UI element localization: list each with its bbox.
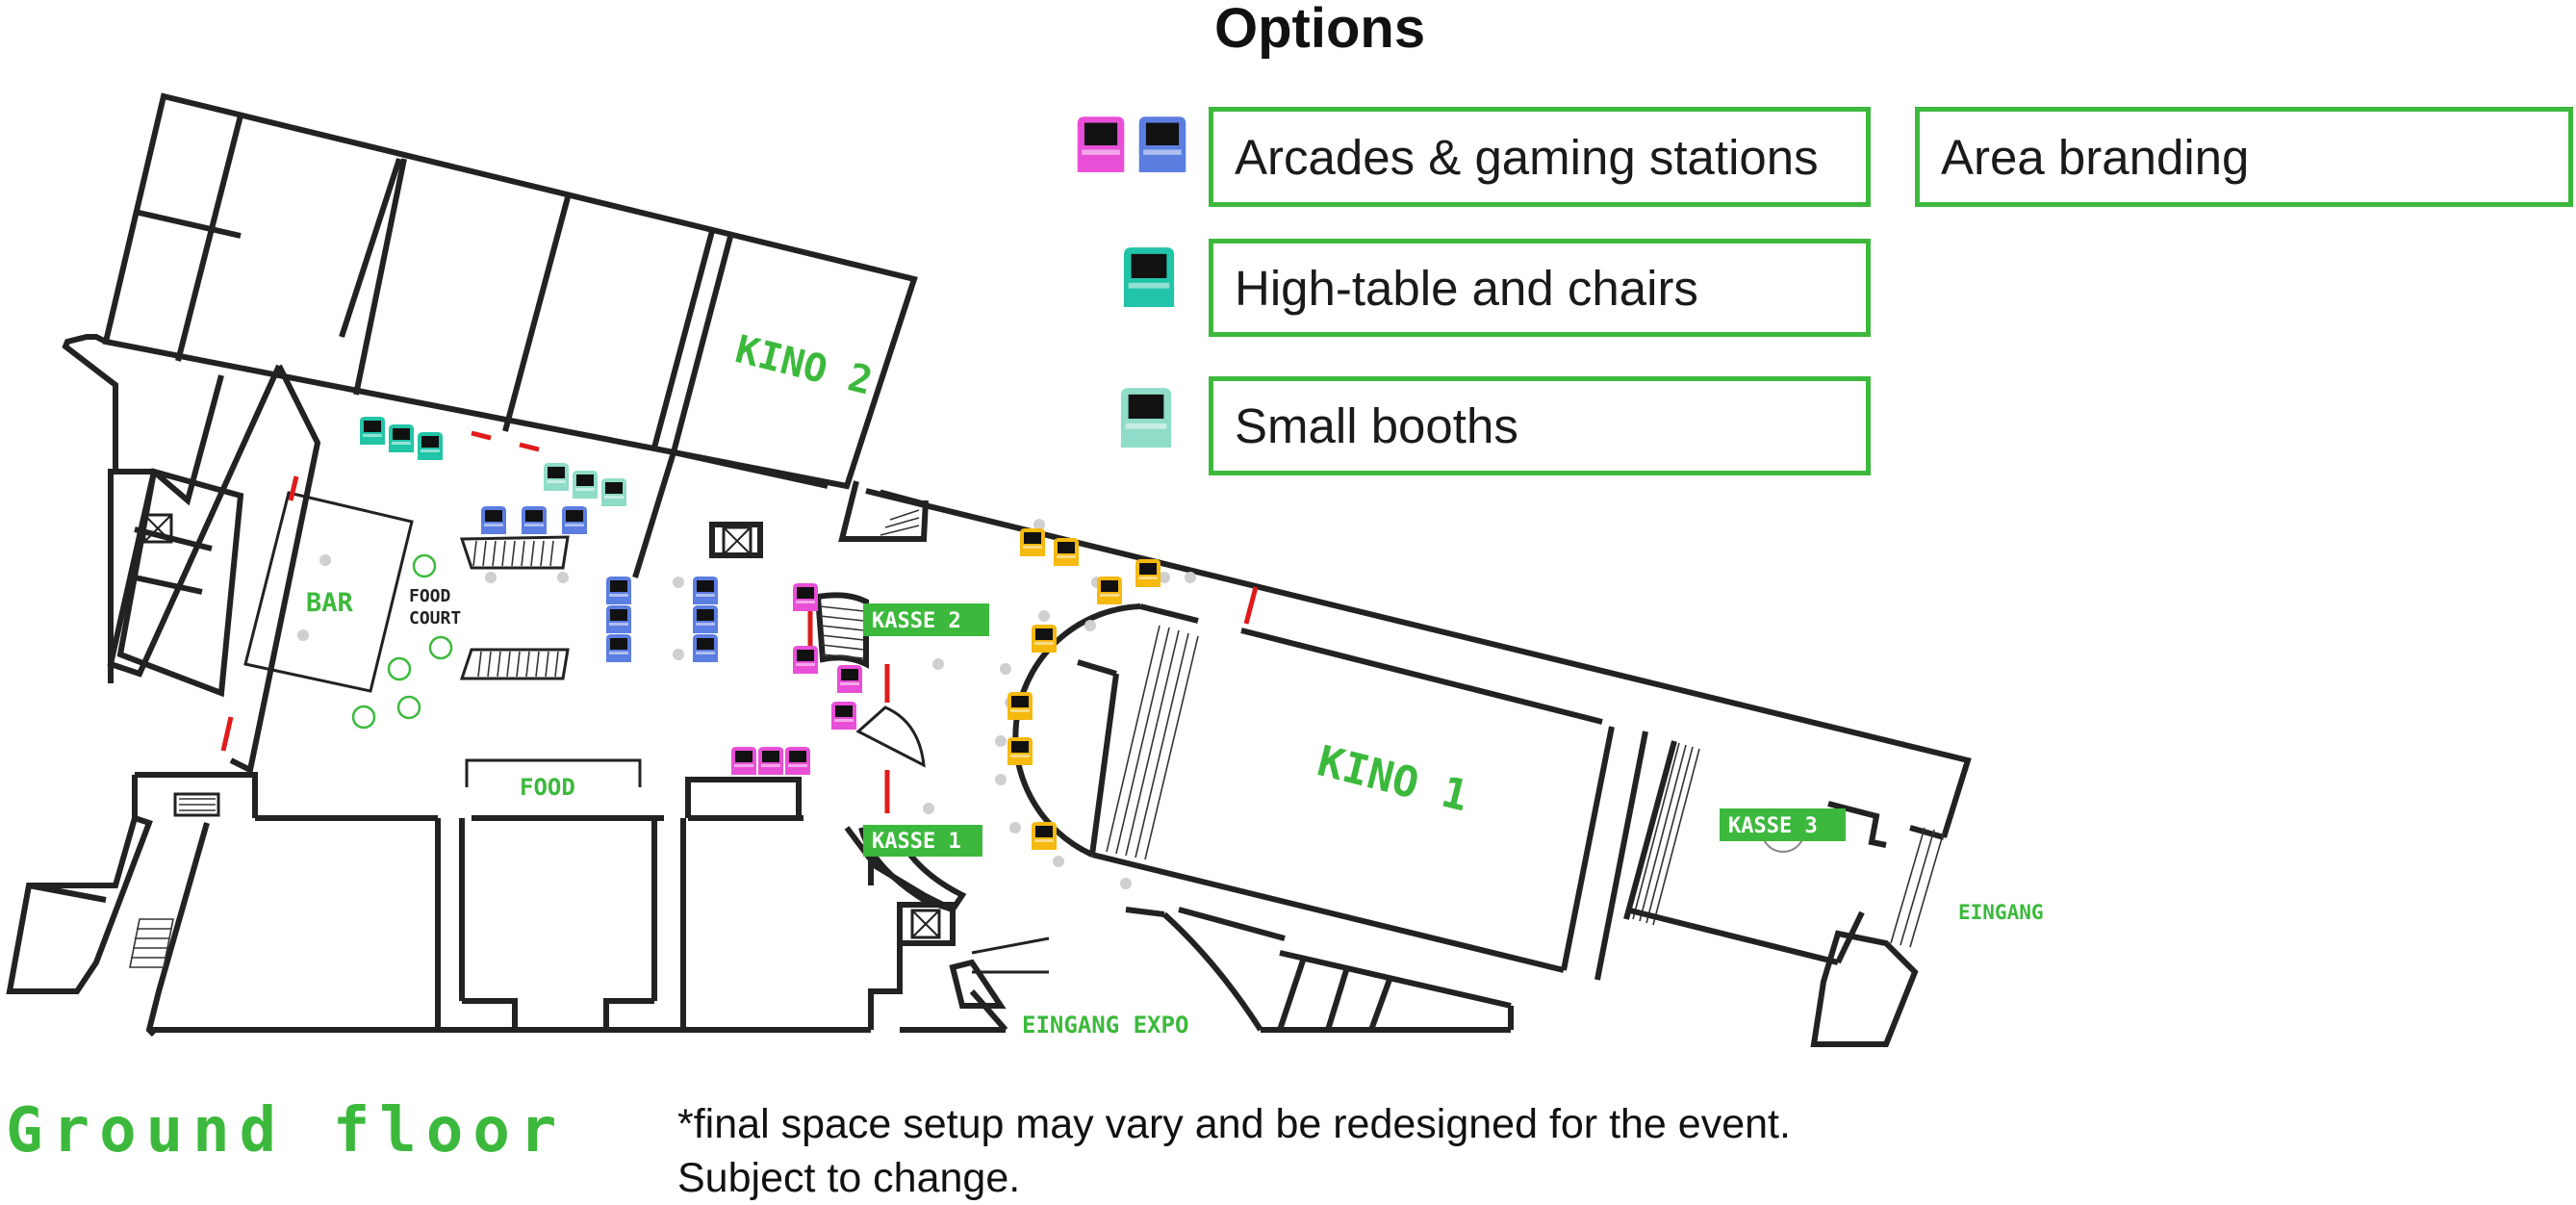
eingang-expo-label: EINGANG EXPO	[1022, 1012, 1188, 1038]
food-court-label-line2: COURT	[409, 608, 461, 628]
arcade-magenta-icon	[1077, 116, 1125, 172]
disclaimer-line-1: *final space setup may vary and be redes…	[677, 1101, 1791, 1147]
south-fan	[1125, 907, 1514, 1033]
option-small-booths-label: Small booths	[1235, 398, 1518, 453]
option-area-branding-label: Area branding	[1941, 129, 2250, 185]
kino1-label: KINO 1	[1313, 736, 1473, 821]
arcades-magenta	[731, 583, 862, 775]
east-end	[1178, 740, 1945, 1047]
food-court-stairs	[459, 535, 570, 680]
option-area-branding: Area branding	[1915, 107, 2573, 207]
arcade-mint-icon	[1120, 388, 1172, 448]
arcade-teal-icon	[1123, 247, 1175, 307]
arcade-blue-icon	[1138, 116, 1186, 172]
kasse1-text: KASSE 1	[872, 830, 961, 854]
disclaimer-note: *final space setup may vary and be redes…	[677, 1097, 1791, 1205]
north-wing	[102, 92, 918, 490]
kino2-label: KINO 2	[731, 327, 877, 404]
bar-label: BAR	[306, 588, 354, 618]
floor-title: Ground floor	[6, 1095, 567, 1167]
option-arcades: Arcades & gaming stations	[1209, 107, 1871, 207]
kasse-structures	[807, 592, 967, 913]
option-high-table: High-table and chairs	[1209, 239, 1871, 337]
bar-block	[116, 430, 540, 752]
kasse2-tag: KASSE 2	[863, 603, 989, 636]
south-rooms	[149, 758, 1050, 1033]
left-lower-block	[6, 772, 258, 1038]
options-title: Options	[1214, 0, 1426, 60]
food-court-label-line1: FOOD	[409, 586, 451, 606]
kasse3-tag: KASSE 3	[1720, 808, 1846, 841]
seating	[297, 519, 1805, 889]
kasse1-tag: KASSE 1	[863, 825, 982, 857]
kasse2-text: KASSE 2	[872, 609, 961, 633]
option-arcades-label: Arcades & gaming stations	[1235, 129, 1819, 185]
disclaimer-line-2: Subject to change.	[677, 1155, 1021, 1201]
option-high-table-label: High-table and chairs	[1235, 260, 1698, 316]
arcades-teal-north	[360, 417, 443, 460]
arcades-mint	[544, 463, 626, 506]
lobby-walls	[62, 334, 1972, 838]
food-label: FOOD	[520, 774, 575, 801]
eingang-label: EINGANG	[1958, 901, 2044, 924]
option-small-booths: Small booths	[1209, 376, 1871, 475]
kasse3-text: KASSE 3	[1728, 814, 1818, 838]
